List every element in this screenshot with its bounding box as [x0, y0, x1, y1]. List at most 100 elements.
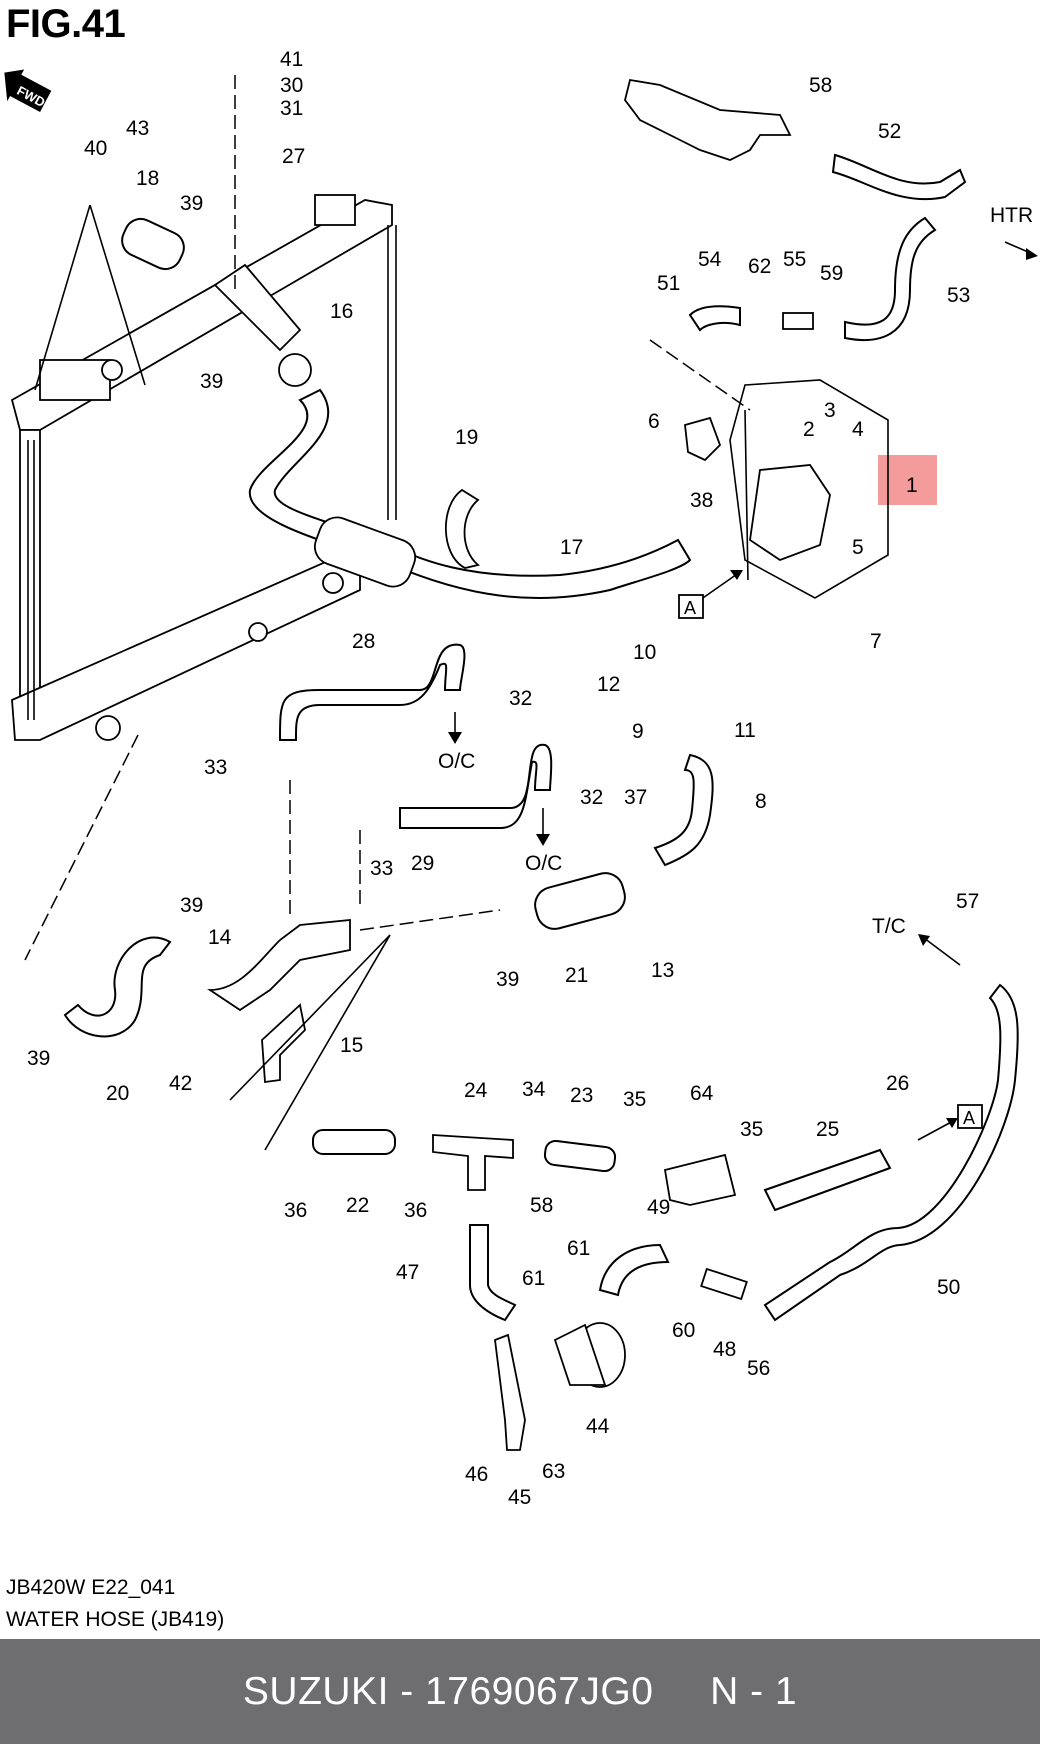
parts-diagram: FWD — [4, 48, 1038, 1509]
callout-28: 28 — [352, 630, 375, 653]
bracket-top — [624, 78, 792, 161]
callout-41: 41 — [280, 48, 303, 71]
callout-61: 61 — [522, 1267, 545, 1290]
callout-45: 45 — [508, 1486, 531, 1509]
callout-33: 33 — [204, 756, 227, 779]
callout-48: 48 — [713, 1338, 736, 1361]
callout-17: 17 — [560, 536, 583, 559]
hose-47 — [469, 1224, 517, 1322]
callout-64: 64 — [690, 1082, 714, 1105]
connector-55 — [782, 312, 814, 330]
hose-22 — [312, 1129, 396, 1155]
callout-58: 58 — [530, 1194, 553, 1217]
callout-16: 16 — [330, 300, 353, 323]
callout-12: 12 — [597, 673, 620, 696]
diagram-name: WATER HOSE (JB419) — [6, 1608, 225, 1631]
callout-3: 3 — [824, 399, 836, 422]
callout-39: 39 — [27, 1047, 50, 1070]
callout-55: 55 — [783, 248, 806, 271]
callout-34: 34 — [522, 1078, 546, 1101]
callout-49: 49 — [647, 1196, 670, 1219]
callout-30: 30 — [280, 74, 303, 97]
callout-27: 27 — [282, 145, 305, 168]
callout-60: 60 — [672, 1319, 695, 1342]
callout-51: 51 — [657, 272, 680, 295]
radiator — [10, 194, 397, 741]
leader-lines — [24, 75, 751, 1151]
callout-21: 21 — [565, 964, 588, 987]
callout-35: 35 — [740, 1118, 763, 1141]
oc-label-top: O/C — [438, 750, 475, 773]
callout-58: 58 — [809, 74, 832, 97]
callout-23: 23 — [570, 1084, 593, 1107]
callout-63: 63 — [542, 1460, 565, 1483]
oc-label-mid: O/C — [525, 852, 562, 875]
callout-61: 61 — [567, 1237, 590, 1260]
callout-25: 25 — [816, 1118, 839, 1141]
callout-19: 19 — [455, 426, 478, 449]
hose-28 — [278, 643, 466, 741]
callout-39: 39 — [496, 968, 519, 991]
callout-22: 22 — [346, 1194, 369, 1217]
inlet-16 — [213, 263, 302, 352]
callout-50: 50 — [937, 1276, 960, 1299]
callout-4: 4 — [852, 418, 864, 441]
valve-64 — [663, 1153, 737, 1206]
callout-62: 62 — [748, 255, 771, 278]
callout-32: 32 — [580, 786, 603, 809]
callout-11: 11 — [734, 719, 756, 742]
callout-39: 39 — [180, 894, 203, 917]
hose-18 — [121, 217, 185, 271]
figure-title: FIG.41 — [6, 2, 126, 46]
callout-52: 52 — [878, 120, 901, 143]
footer-bar: SUZUKI - 1769067JG0 N - 1 — [0, 1639, 1040, 1744]
callout-13: 13 — [651, 959, 674, 982]
diagram-code: JB420W E22_041 — [6, 1576, 176, 1599]
thermostat-housing-1 — [749, 464, 831, 562]
callout-42: 42 — [169, 1072, 192, 1095]
callout-14: 14 — [208, 926, 232, 949]
callout-31: 31 — [280, 97, 303, 120]
ref-box-a1 — [678, 594, 704, 619]
callout-9: 9 — [632, 720, 644, 743]
hose-21 — [534, 872, 626, 930]
callout-2: 2 — [803, 418, 815, 441]
callout-59: 59 — [820, 262, 843, 285]
hose-50 — [763, 983, 1019, 1322]
arrow-tc-icon — [918, 934, 961, 966]
hose-29 — [399, 743, 553, 829]
callout-6: 6 — [648, 410, 660, 433]
callout-39: 39 — [200, 370, 223, 393]
arrow-a1-icon — [699, 570, 743, 601]
callout-37: 37 — [624, 786, 647, 809]
thermostat-box — [729, 379, 889, 599]
arrow-oc-top-icon — [448, 712, 462, 744]
ref-a2: A — [963, 1108, 975, 1128]
gasket-6 — [684, 416, 722, 462]
arrow-a2-icon — [917, 1118, 958, 1141]
footer-text: SUZUKI - 1769067JG0 N - 1 — [242, 1669, 798, 1713]
junction-14 — [207, 919, 351, 1012]
callout-38: 38 — [690, 489, 713, 512]
htr-label: HTR — [990, 204, 1033, 227]
callout-36: 36 — [404, 1199, 427, 1222]
callout-53: 53 — [947, 284, 970, 307]
arrow-oc-mid-icon — [536, 808, 550, 846]
callout-24: 24 — [464, 1079, 488, 1102]
hose-49 — [598, 1243, 670, 1297]
hose-20 — [63, 936, 172, 1038]
callout-1: 1 — [906, 474, 918, 497]
callout-33: 33 — [370, 857, 393, 880]
hose-8 — [653, 753, 714, 867]
callout-46: 46 — [465, 1463, 488, 1486]
callout-8: 8 — [755, 790, 767, 813]
hose-23 — [543, 1139, 617, 1173]
callout-29: 29 — [411, 852, 434, 875]
tee-24 — [432, 1134, 514, 1191]
callout-26: 26 — [886, 1072, 909, 1095]
callout-54: 54 — [698, 248, 722, 271]
callout-57: 57 — [956, 890, 979, 913]
callout-56: 56 — [747, 1357, 770, 1380]
callout-5: 5 — [852, 536, 864, 559]
callout-47: 47 — [396, 1261, 419, 1284]
